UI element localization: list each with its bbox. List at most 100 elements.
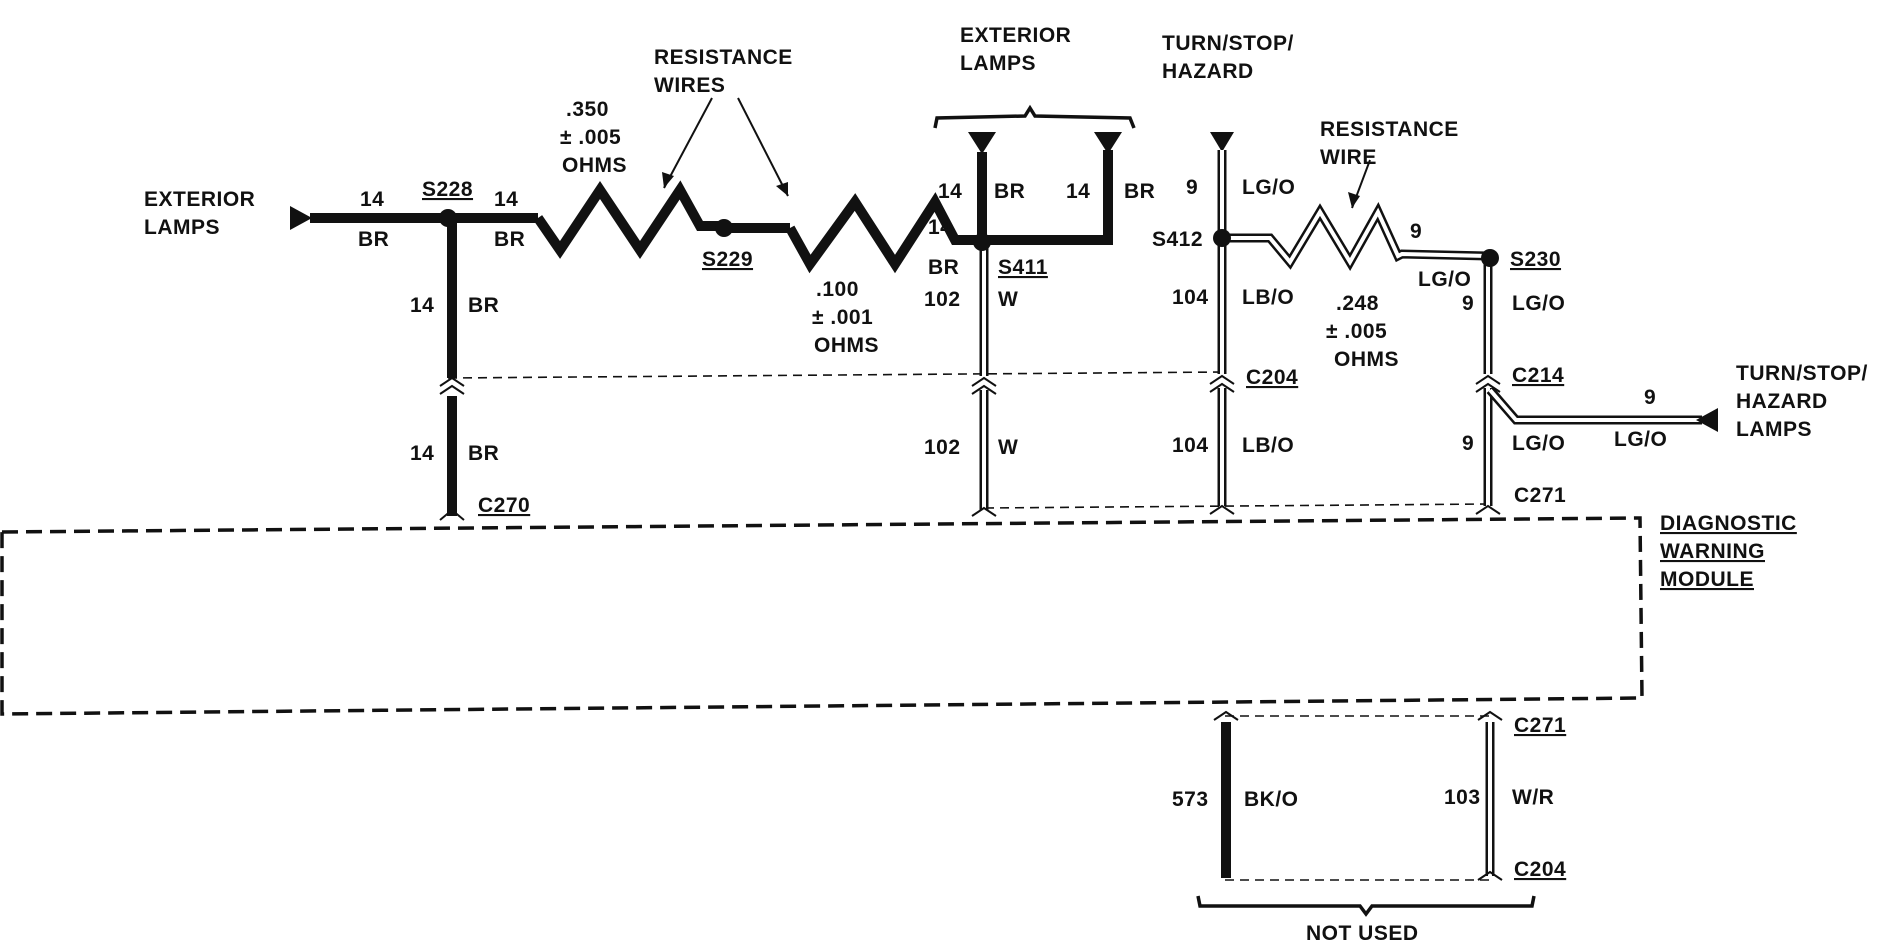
wire-c214-down-color: LG/O (1512, 432, 1565, 455)
wire-s230-down-color: LG/O (1512, 292, 1565, 315)
wire-lamps-out-gauge: 9 (1644, 386, 1656, 409)
connector-c204-102-symbol (971, 376, 997, 395)
resistor-r1 (533, 180, 720, 260)
splice-s412-dot (1213, 229, 1231, 247)
wire-573-gauge: 573 (1172, 788, 1209, 811)
r3-unit: OHMS (1334, 348, 1399, 371)
splice-s229-label: S229 (702, 248, 753, 271)
wire-102-top-gauge: 102 (924, 288, 961, 311)
r1-value: .350 (566, 98, 609, 121)
label-exterior-lamps-left-2: LAMPS (144, 216, 220, 239)
wire-102-bottom-color: W (998, 436, 1018, 459)
r3-tolerance: ± .005 (1326, 320, 1387, 343)
label-resistance-wire-1: RESISTANCE (1320, 118, 1459, 141)
resistance-wires-leader-2 (737, 97, 789, 197)
wire-c270-color: BR (468, 442, 499, 465)
connector-c271-bottom-label: C271 (1514, 714, 1566, 737)
wire-s228-down-color: BR (468, 294, 499, 317)
wire-104-bottom-gauge: 104 (1172, 434, 1209, 457)
label-resistance-wires-1: RESISTANCE (654, 46, 793, 69)
label-diagnostic-module-3: MODULE (1660, 568, 1754, 591)
splice-s412-label: S412 (1152, 228, 1203, 251)
wire-r3-out-color: LG/O (1418, 268, 1471, 291)
wire-lamps-out (1486, 387, 1702, 425)
connector-c270-label: C270 (478, 494, 530, 517)
label-resistance-wire-2: WIRE (1320, 146, 1377, 169)
wire-lamp1-color: BR (994, 180, 1025, 203)
wire-104-top-gauge: 104 (1172, 286, 1209, 309)
splice-s411-label: S411 (998, 256, 1048, 279)
connector-c204-left-symbol (439, 376, 465, 395)
wire-ext-in-color: BR (358, 228, 389, 251)
wire-104-bottom-color: LB/O (1242, 434, 1294, 457)
wire-573-color: BK/O (1244, 788, 1299, 811)
label-not-used: NOT USED (1306, 922, 1419, 944)
not-used-brace (1196, 895, 1536, 917)
connector-c271-top-label: C271 (1514, 484, 1566, 507)
connector-c270-symbol (439, 508, 465, 521)
resistance-wires-leader-1 (663, 97, 713, 189)
wire-102-bottom-gauge: 102 (924, 436, 961, 459)
label-exterior-lamps-left-1: EXTERIOR (144, 188, 255, 211)
connector-c204-top-label: C204 (1246, 366, 1298, 389)
wire-104-top-color: LB/O (1242, 286, 1294, 309)
turn-stop-hazard-input-arrow (1210, 132, 1234, 152)
wire-c270-gauge: 14 (410, 442, 434, 465)
wire-r2-out-gauge: 14 (928, 216, 952, 239)
exterior-lamps-input-arrow (290, 206, 312, 230)
r3-value: .248 (1336, 292, 1379, 315)
wire-tsh-in-color: LG/O (1242, 176, 1295, 199)
r2-tolerance: ± .001 (812, 306, 873, 329)
wire-s228-down-gauge: 14 (410, 294, 434, 317)
r2-value: .100 (816, 278, 859, 301)
wire-lamps-out-color: LG/O (1614, 428, 1667, 451)
turn-stop-hazard-lamps-arrow (1696, 408, 1718, 432)
wire-103-color: W/R (1512, 786, 1554, 809)
label-tsh-lamps-2: HAZARD (1736, 390, 1828, 413)
r2-unit: OHMS (814, 334, 879, 357)
wire-s228-out-gauge: 14 (494, 188, 518, 211)
resistor-r2 (785, 192, 980, 274)
wire-r3-out-gauge: 9 (1410, 220, 1422, 243)
splice-s230-label: S230 (1510, 248, 1561, 271)
wire-lamp2-color: BR (1124, 180, 1155, 203)
label-turn-stop-hazard-top-1: TURN/STOP/ (1162, 32, 1294, 55)
label-tsh-lamps-3: LAMPS (1736, 418, 1812, 441)
exterior-lamp2-arrow (1094, 132, 1122, 154)
r1-tolerance: ± .005 (560, 126, 621, 149)
r1-unit: OHMS (562, 154, 627, 177)
splice-s411-dot (973, 233, 991, 251)
wire-lamp2-gauge: 14 (1066, 180, 1090, 203)
wire-s228-out-color: BR (494, 228, 525, 251)
connector-c204-bottom-label: C204 (1514, 858, 1566, 881)
connector-line-c271-top (984, 503, 1491, 509)
label-exterior-lamps-top-2: LAMPS (960, 52, 1036, 75)
diagnostic-warning-module-box (0, 516, 1644, 716)
wire-tsh-in-gauge: 9 (1186, 176, 1198, 199)
wire-r2-out-color: BR (928, 256, 959, 279)
label-turn-stop-hazard-top-2: HAZARD (1162, 60, 1254, 83)
splice-s230-dot (1481, 249, 1499, 267)
wire-lamp1-gauge: 14 (938, 180, 962, 203)
label-diagnostic-module-2: WARNING (1660, 540, 1765, 563)
exterior-lamps-brace (933, 104, 1136, 129)
wire-102-top-color: W (998, 288, 1018, 311)
splice-s229-dot (715, 219, 733, 237)
wire-s230-down-gauge: 9 (1462, 292, 1474, 315)
wire-ext-in-gauge: 14 (360, 188, 384, 211)
connector-c214-label: C214 (1512, 364, 1564, 387)
label-exterior-lamps-top-1: EXTERIOR (960, 24, 1071, 47)
wire-103-gauge: 103 (1444, 786, 1481, 809)
splice-s228-label: S228 (422, 178, 473, 201)
connector-c204-104-symbol (1209, 374, 1235, 393)
splice-s228-dot (439, 209, 457, 227)
label-tsh-lamps-1: TURN/STOP/ (1736, 362, 1868, 385)
connector-line-c204-top (447, 371, 1227, 379)
label-diagnostic-module-1: DIAGNOSTIC (1660, 512, 1797, 535)
wire-c214-down-gauge: 9 (1462, 432, 1474, 455)
exterior-lamp1-arrow (968, 132, 996, 154)
connector-c214-symbol (1475, 374, 1501, 393)
label-resistance-wires-2: WIRES (654, 74, 725, 97)
wire-s411-branch (982, 150, 1113, 245)
